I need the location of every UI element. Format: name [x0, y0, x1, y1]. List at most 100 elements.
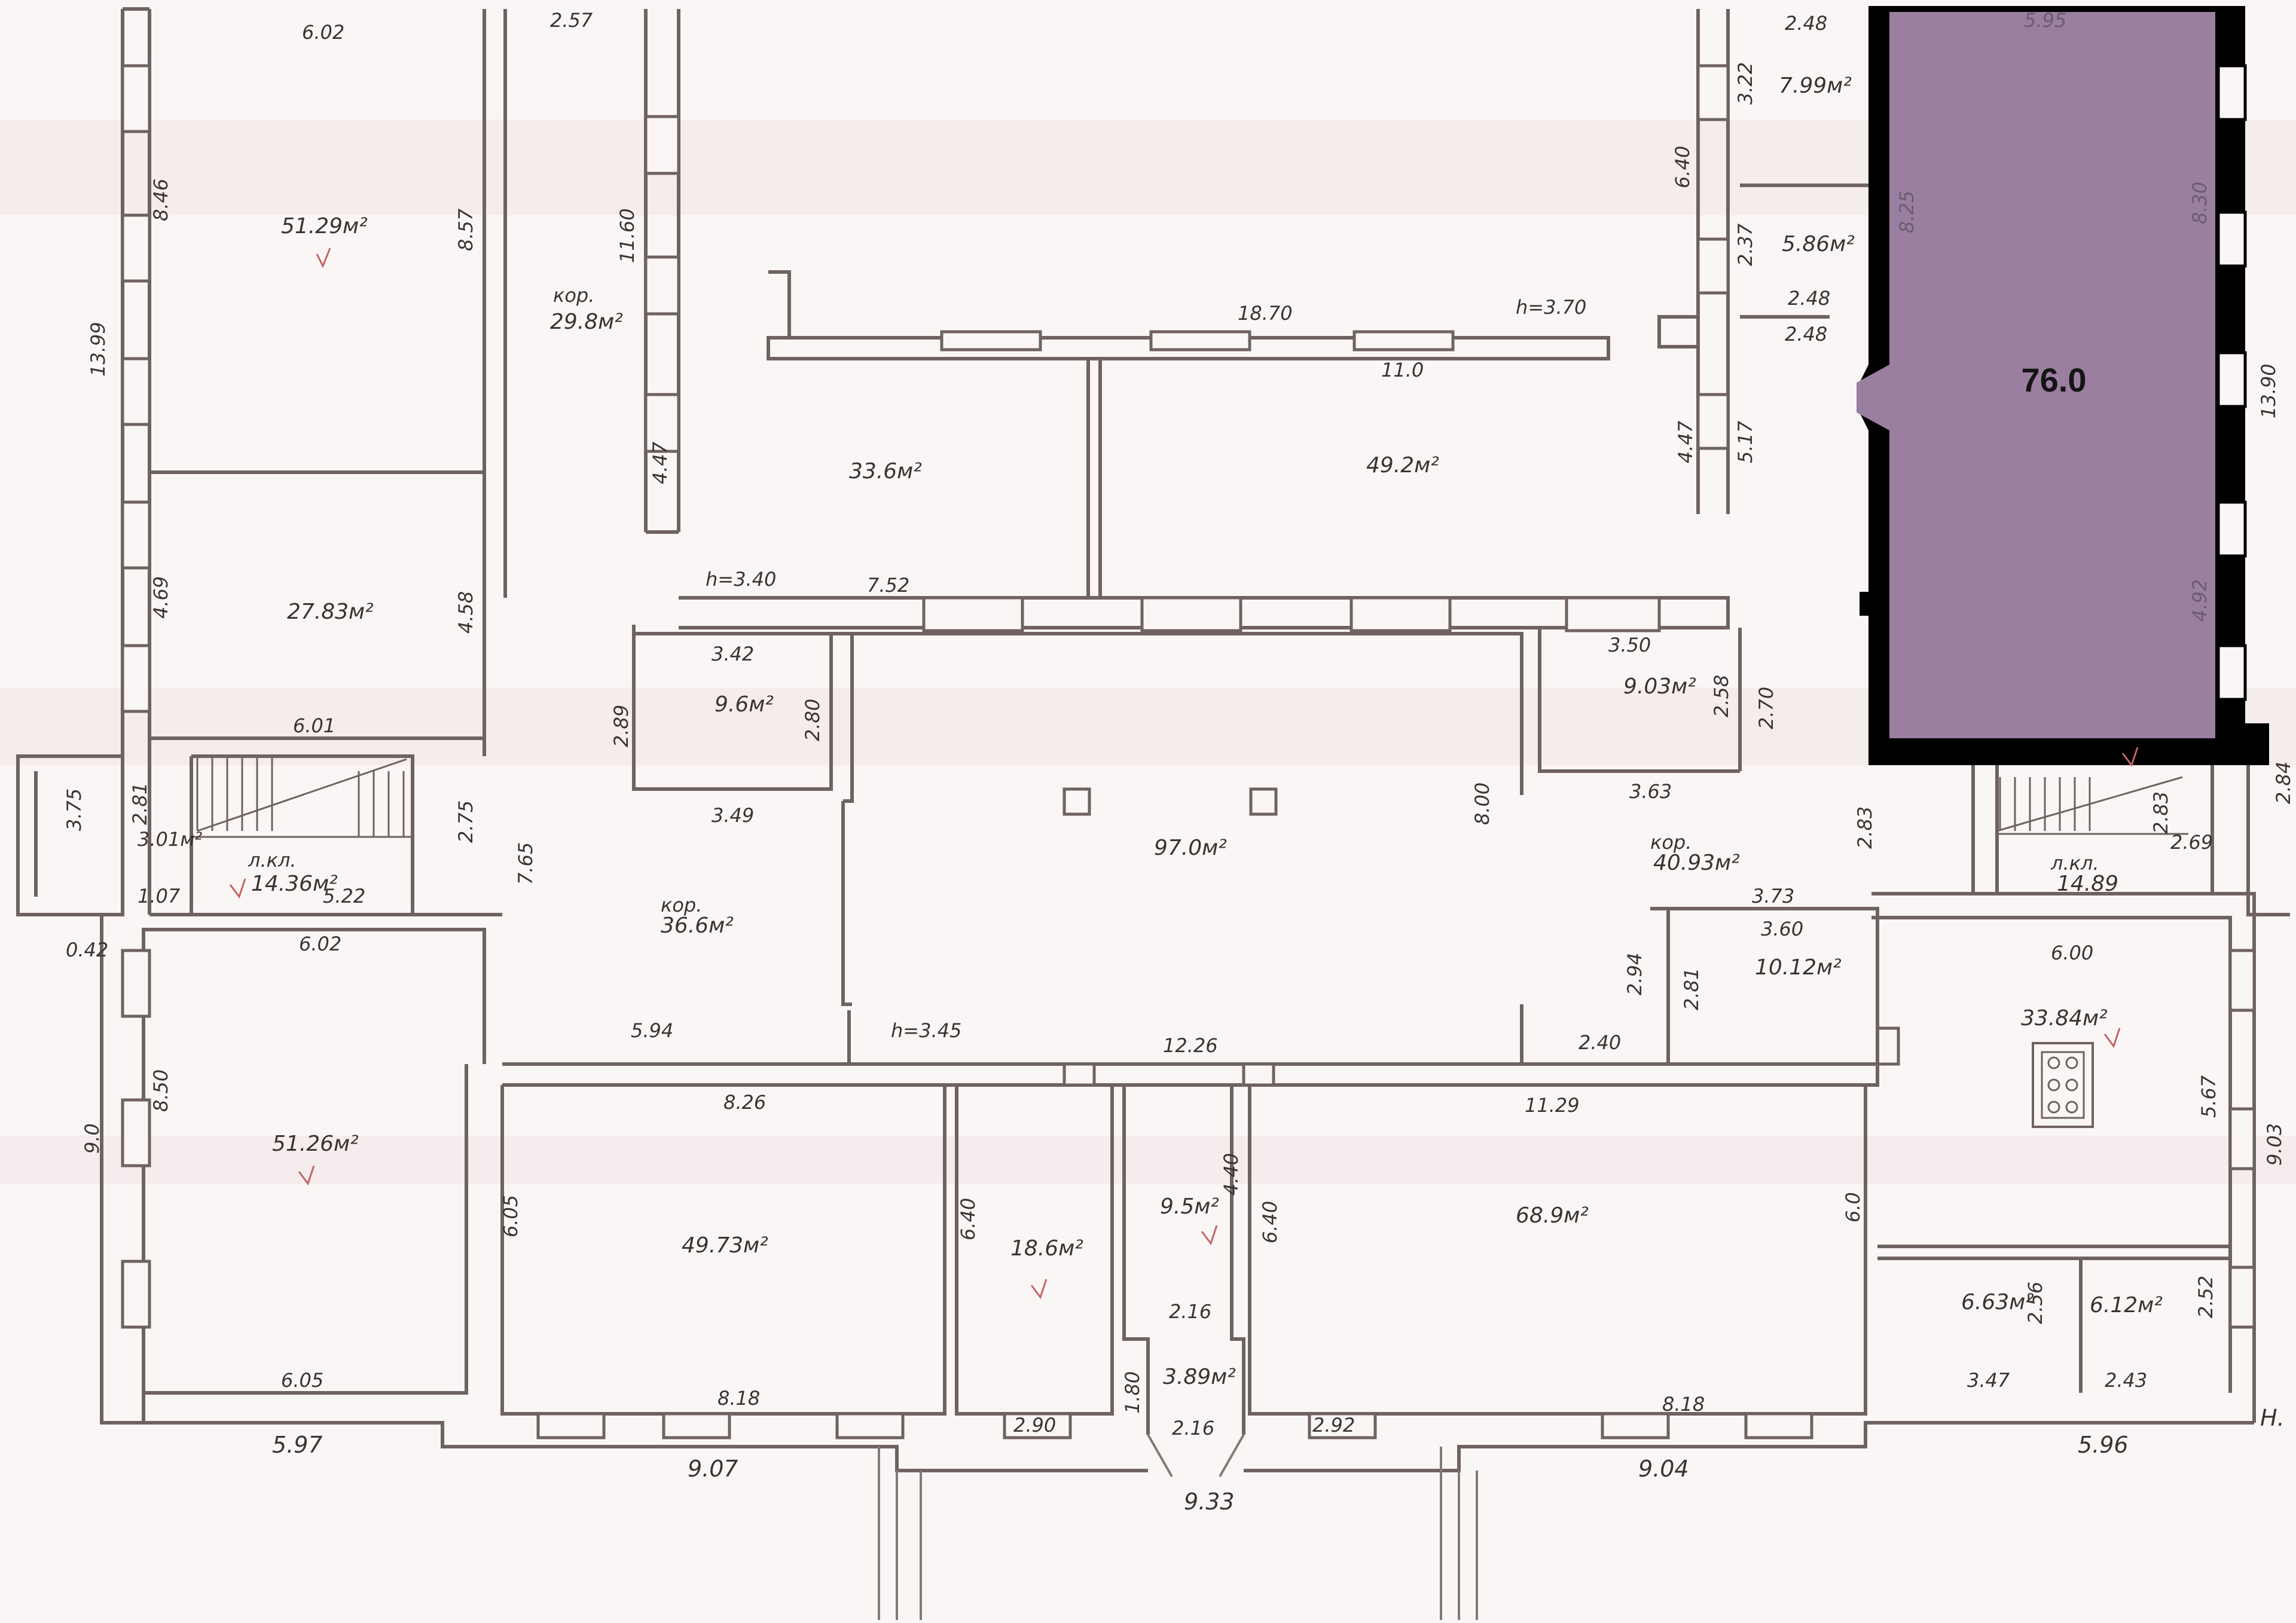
- dim-label: 2.94: [1623, 953, 1646, 995]
- dim-label: 6.40: [1259, 1201, 1281, 1243]
- highlight-dim-top: 5.95: [2024, 9, 2066, 32]
- room-area-label: 36.6м²: [661, 913, 734, 938]
- dim-label: 11.0: [1381, 359, 1424, 381]
- room-area-label: 10.12м²: [1755, 955, 1842, 980]
- room-area-label: 27.83м²: [287, 600, 374, 624]
- outer-bottom-walls: [102, 1421, 2254, 1620]
- room-area-label: 3.01м²: [138, 828, 202, 851]
- room-area-label: 6.12м²: [2090, 1293, 2163, 1318]
- room-type-label: кор.: [553, 284, 594, 307]
- room-area-label: 14.36м²: [251, 872, 338, 896]
- dim-label: 3.22: [1734, 62, 1757, 105]
- dim-label: 9.33: [1184, 1488, 1235, 1515]
- check-marks: [229, 247, 2139, 1300]
- dim-label: 2.75: [454, 800, 477, 843]
- room-area-label: 7.99м²: [1779, 74, 1852, 98]
- dim-label: 2.58: [1710, 675, 1733, 717]
- room-area-label: 29.8м²: [550, 310, 623, 334]
- room-area-label: 68.9м²: [1516, 1203, 1589, 1228]
- dim-label: 8.50: [149, 1069, 172, 1112]
- room-area-label: 6.63м²: [1961, 1290, 2034, 1315]
- column: [1249, 787, 1278, 816]
- dim-label: 3.50: [1608, 634, 1651, 656]
- left-stairs: [191, 756, 413, 838]
- dim-label: 3.63: [1629, 780, 1672, 803]
- dim-label: 2.69: [2170, 831, 2213, 854]
- dim-label: 3.49: [712, 804, 754, 827]
- highlight-area-label: 76.0: [2022, 361, 2087, 399]
- dim-label: 6.0: [1842, 1192, 1864, 1222]
- highlight-room-fill: [1857, 12, 2215, 738]
- dim-label: 2.92: [1312, 1414, 1355, 1436]
- dim-label: 2.43: [2105, 1369, 2147, 1392]
- dim-label: 2.37: [1734, 223, 1757, 266]
- dim-label: 9.0: [81, 1123, 103, 1154]
- ventilation-unit: [2032, 1042, 2094, 1128]
- dim-label: 4.69: [149, 576, 172, 619]
- dim-label: 2.52: [2194, 1276, 2217, 1318]
- dim-label: 4.40: [1220, 1153, 1242, 1196]
- left-windows: [121, 64, 151, 1329]
- dim-label: 3.73: [1752, 885, 1794, 907]
- dim-label: 1.80: [1121, 1371, 1144, 1414]
- room-area-label: 14.89: [2057, 872, 2118, 896]
- room-type-label: л.кл.: [248, 849, 297, 872]
- room-area-label: 9.6м²: [715, 692, 774, 717]
- room-area-label: 9.5м²: [1160, 1194, 1219, 1219]
- dim-label: 3.75: [63, 788, 86, 831]
- dim-label: 3.47: [1967, 1369, 2010, 1392]
- room-area-label: 33.84м²: [2021, 1006, 2108, 1031]
- dim-label: 6.02: [302, 21, 344, 44]
- room-area-label: 3.89м²: [1163, 1365, 1236, 1389]
- room-area-label: 18.6м²: [1010, 1236, 1083, 1261]
- dim-label: 5.97: [272, 1432, 323, 1458]
- room-area-label: 9.03м²: [1623, 674, 1696, 699]
- dim-label: 2.81: [1680, 968, 1703, 1010]
- dim-label: 6.40: [957, 1198, 979, 1240]
- dim-label: 5.96: [2078, 1432, 2129, 1458]
- column: [1062, 787, 1091, 816]
- dim-label: 9.04: [1638, 1456, 1689, 1482]
- dim-label: h=3.40: [706, 568, 776, 591]
- right-windows: [1696, 64, 2256, 1329]
- dim-label: 13.99: [87, 322, 109, 377]
- dim-label: 7.52: [867, 574, 909, 597]
- room-area-label: 49.73м²: [682, 1233, 768, 1258]
- dim-label: 8.18: [1662, 1393, 1705, 1416]
- room-area-label: 51.26м²: [272, 1132, 359, 1156]
- dim-label: 2.83: [1854, 806, 1876, 849]
- dim-label: 2.83: [2150, 791, 2172, 834]
- dim-label: 4.47: [649, 441, 671, 484]
- dim-label: 11.29: [1525, 1094, 1580, 1117]
- dim-label: h=3.70: [1516, 296, 1586, 319]
- dim-label: 3.60: [1761, 918, 1803, 940]
- room-type-label: л.кл.: [2050, 852, 2099, 875]
- right-stairs: [1996, 776, 2188, 835]
- dim-label: 4.58: [454, 591, 477, 634]
- dim-label: 8.26: [723, 1091, 766, 1114]
- dim-label: 5.17: [1734, 420, 1757, 463]
- highlight-dim-outer: 13.90: [2257, 363, 2280, 418]
- dim-label: 6.00: [2051, 942, 2093, 964]
- dim-label: 8.57: [454, 208, 477, 251]
- dim-label: 2.57: [550, 9, 593, 32]
- highlight-dim-left: 8.25: [1895, 191, 1918, 233]
- dim-label: 2.16: [1172, 1417, 1214, 1439]
- dim-label: 8.46: [149, 179, 172, 221]
- dim-label: 8.18: [718, 1387, 760, 1410]
- room-area-label: 5.86м²: [1782, 232, 1855, 256]
- room-area-label: 97.0м²: [1154, 836, 1227, 860]
- dim-label: 2.81: [129, 783, 151, 825]
- dim-label: 2.90: [1013, 1414, 1056, 1436]
- dim-label: h=3.45: [891, 1019, 961, 1042]
- dim-label: 2.84: [2272, 762, 2295, 804]
- room-area-label: 49.2м²: [1366, 453, 1439, 478]
- dim-label: 4.47: [1674, 420, 1697, 463]
- dimension-labels: 6.02 2.57 8.46 51.29м² 8.57 13.99 кор. 2…: [63, 9, 2295, 1515]
- dim-label: 12.26: [1163, 1034, 1218, 1057]
- dim-label: 2.16: [1169, 1300, 1211, 1323]
- dim-label: 2.89: [610, 705, 633, 747]
- dim-label: 18.70: [1238, 302, 1293, 325]
